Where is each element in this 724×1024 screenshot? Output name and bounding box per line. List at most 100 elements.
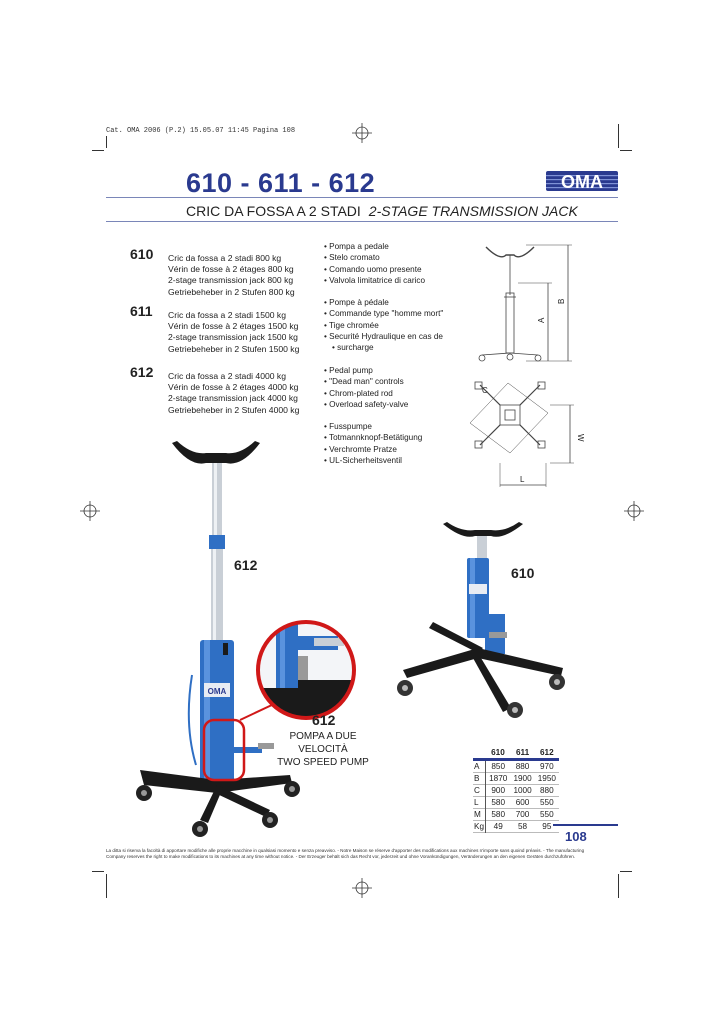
spec-cell: 880 [540,786,554,795]
spec-row: L 580 600 550 [473,796,559,809]
crop-mark [106,874,107,898]
model-line: Vérin de fosse à 2 étages 4000 kg [168,382,299,393]
feature-item: Stelo cromato [324,252,464,263]
spec-cell: 550 [540,810,554,819]
spec-table: 610 611 612 A 850 880 970 B 1870 1900 19… [473,747,559,833]
crop-mark [620,871,632,872]
feature-item-continuation: surcharge [324,342,464,353]
spec-header-rule [473,758,559,761]
subtitle-english: 2-STAGE TRANSMISSION JACK [368,203,578,219]
spec-cell: 49 [493,822,503,831]
feature-item: Overload safety-valve [324,399,464,410]
model-line: 2-stage transmission jack 800 kg [168,275,294,286]
disclaimer-line: Company reserves the right to make modif… [106,854,576,859]
dim-label-c: C [482,386,488,395]
subtitle: CRIC DA FOSSA A 2 STADI 2-STAGE TRANSMISS… [186,203,578,219]
feature-item: "Dead man" controls [324,376,464,387]
spec-cell: 1950 [537,774,556,783]
feature-item: Commande type "homme mort" [324,308,464,319]
spec-row: A 850 880 970 [473,761,559,773]
feature-item: Comando uomo presente [324,264,464,275]
dim-label-l: L [520,475,525,484]
spec-cell: 95 [542,822,552,831]
model-line: 2-stage transmission jack 4000 kg [168,393,298,404]
feature-item: Pompe à pédale [324,297,464,308]
feature-item: Fusspumpe [324,421,464,432]
model-line: Cric da fossa a 2 stadi 4000 kg [168,371,286,381]
spec-row: C 900 1000 880 [473,784,559,797]
feature-item: Pedal pump [324,365,464,376]
feature-item: Totmannknopf-Betätigung [324,432,464,443]
feature-item: Chrom-plated rod [324,388,464,399]
model-line: Getriebeheber in 2 Stufen 4000 kg [168,404,300,415]
model-line: 2-stage transmission jack 1500 kg [168,332,298,343]
crop-mark [620,150,632,151]
features-french: Pompe à pédale Commande type "homme mort… [324,297,464,353]
registration-mark-left [80,501,100,521]
pump-caption: POMPA A DUE VELOCITÀ TWO SPEED PUMP [268,730,378,769]
spec-row: Kg 49 58 95 [473,820,559,833]
spec-col-header: 611 [515,748,530,757]
disclaimer-line: La ditta si riserva la facoltà di apport… [106,848,585,853]
spec-cell: 850 [491,762,506,771]
detail-label-612: 612 [312,712,336,728]
dimension-diagram: B A C W L [469,244,585,487]
spec-cell: 1000 [513,786,532,795]
spec-cell: 550 [540,798,554,807]
spec-row-label: A [473,761,486,773]
crop-mark [92,871,104,872]
page-number-rule [553,824,618,826]
model-line: Vérin de fosse à 2 étages 800 kg [168,264,294,275]
subtitle-rule [106,221,618,222]
spec-col-header: 610 [491,748,505,757]
spec-row: B 1870 1900 1950 [473,772,559,785]
crop-mark [106,136,107,148]
feature-item: Verchromte Pratze [324,444,464,455]
spec-row: M 580 700 550 [473,808,559,821]
spec-cell: 900 [491,786,506,795]
features-italian: Pompa a pedale Stelo cromato Comando uom… [324,241,464,286]
jack-logo-text: OMA [208,687,227,696]
model-line: Vérin de fosse à 2 étages 1500 kg [168,321,299,332]
spec-cell: 1870 [489,774,508,783]
spec-cell: 580 [491,798,506,807]
page-number: 108 [565,829,587,844]
dim-label-w: W [576,434,585,442]
oma-logo: OMA [546,171,618,192]
spec-row-label: L [473,796,486,809]
title-rule [106,197,618,198]
pump-caption-italian: POMPA A DUE VELOCITÀ [289,731,357,755]
spec-cell: 580 [491,810,506,819]
photo-label-612: 612 [234,557,258,573]
feature-item: Tige chromée [324,320,464,331]
registration-mark-top [352,123,372,143]
model-line: Cric da fossa a 2 stadi 800 kg [168,253,282,263]
spec-row-label: B [473,772,486,785]
page-title: 610 - 611 - 612 [186,168,376,198]
dim-label-b: B [557,299,566,304]
model-line: Cric da fossa a 2 stadi 1500 kg [168,310,286,320]
detail-callout [202,703,275,782]
registration-mark-bottom [352,878,372,898]
spec-col-header: 612 [540,748,554,757]
crop-mark [618,124,619,148]
model-number: 611 [130,303,153,319]
subtitle-italian: CRIC DA FOSSA A 2 STADI [186,203,361,219]
disclaimer: La ditta si riserva la facoltà di apport… [106,848,618,860]
pump-caption-english: TWO SPEED PUMP [277,757,369,768]
registration-mark-right [624,501,644,521]
jack-612-image: OMA [136,441,300,837]
jack-610-image [397,522,565,718]
spec-cell: 1900 [513,774,532,783]
dim-label-a: A [537,317,546,323]
model-line: Getriebeheber in 2 Stufen 1500 kg [168,343,300,354]
pump-detail-image [256,620,356,720]
feature-item: Pompa a pedale [324,241,464,252]
feature-item: Valvola limitatrice di carico [324,275,464,286]
print-header: Cat. OMA 2006 (P.2) 15.05.07 11:45 Pagin… [106,127,296,135]
spec-cell: 700 [515,810,530,819]
photo-label-610: 610 [511,565,535,581]
spec-row-label: C [473,784,486,797]
spec-cell: 600 [515,798,530,807]
spec-cell: 880 [515,762,530,771]
